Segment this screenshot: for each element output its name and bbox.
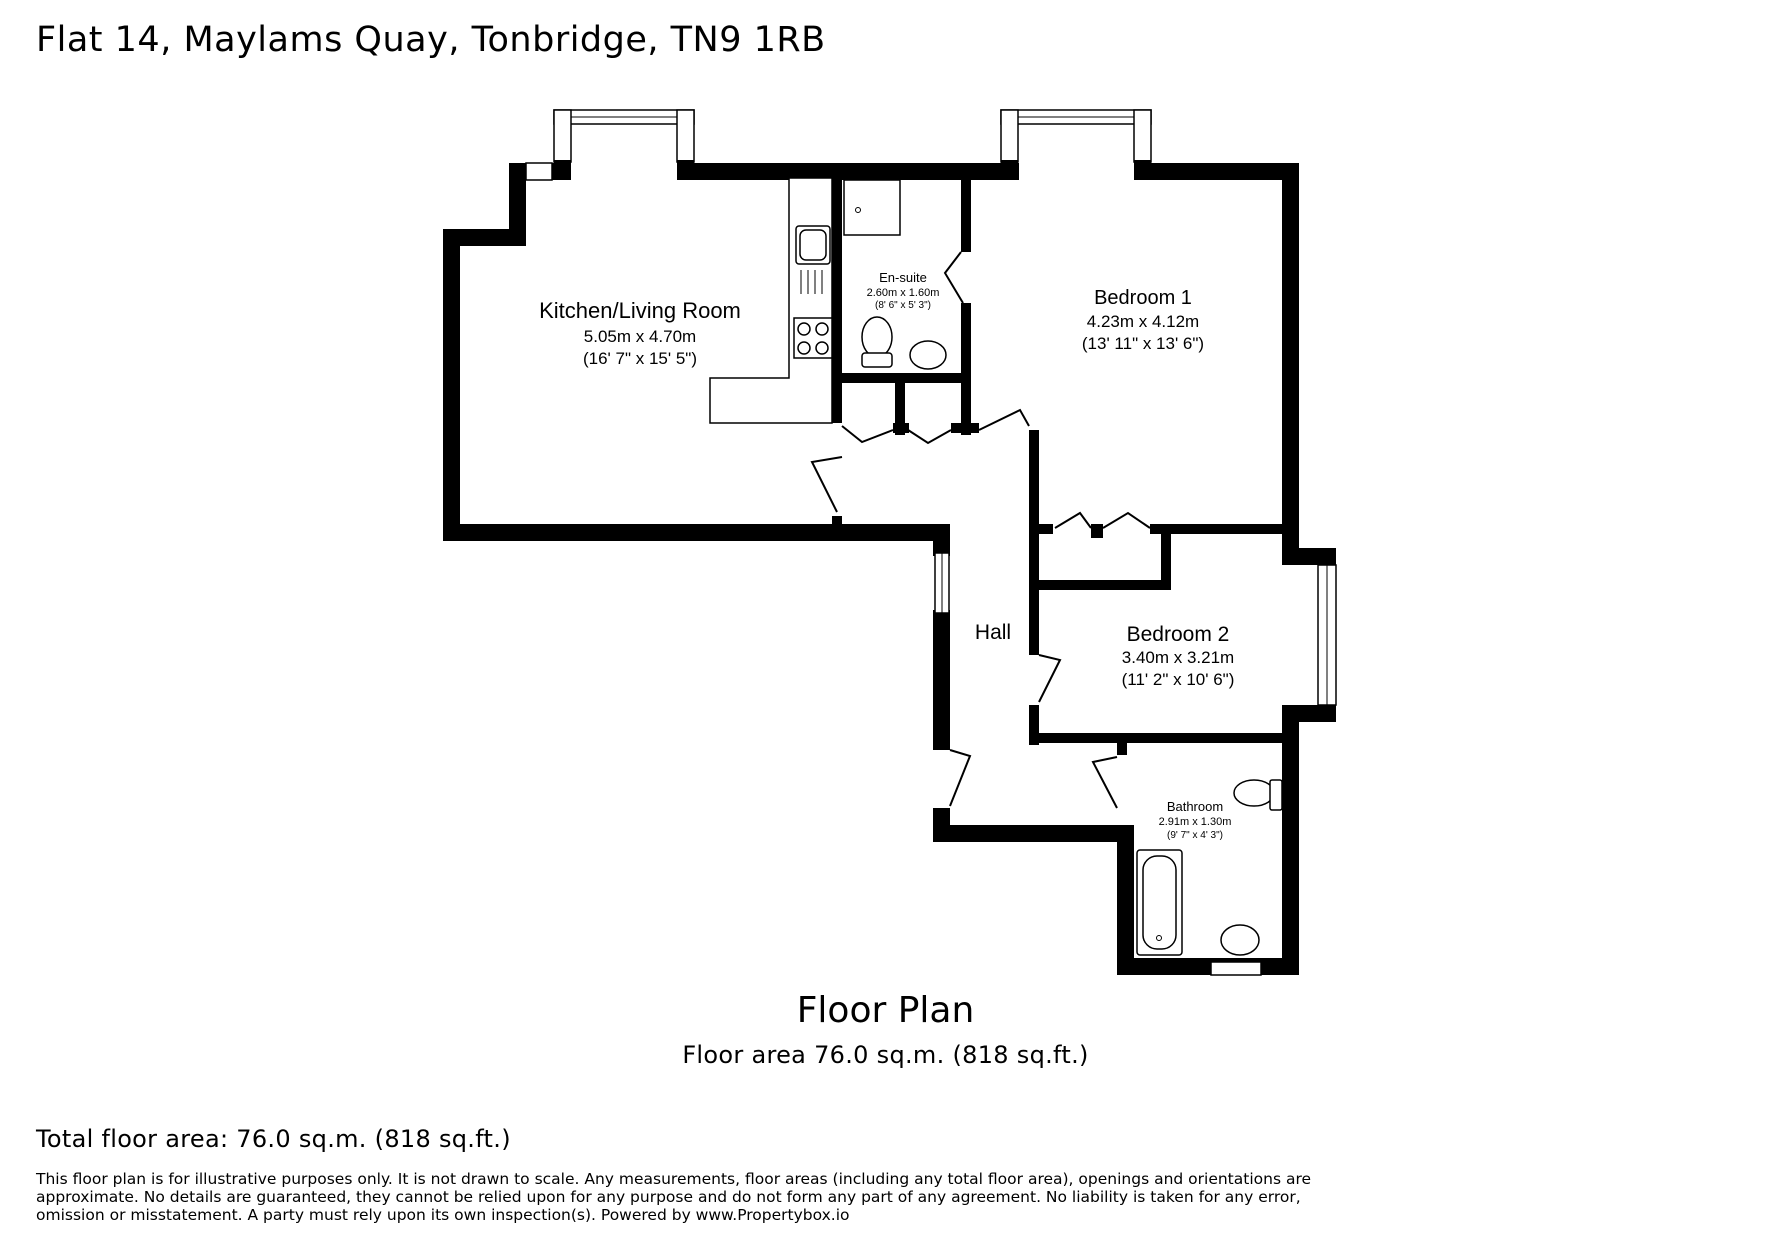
room-metric-kitchen: 5.05m x 4.70m: [584, 327, 696, 346]
wall-kitchen-step-top: [443, 229, 526, 246]
wall-cupboard-mid: [895, 383, 905, 435]
room-metric-bedroom2: 3.40m x 3.21m: [1122, 648, 1234, 667]
wall-kitchen-door-stub: [832, 516, 842, 528]
wall-bedroom1-south: [1161, 524, 1289, 534]
wardrobe-door-right: [1102, 511, 1151, 529]
wall-cupboard-west: [832, 383, 842, 423]
wall-hall-west-bottom: [933, 808, 950, 842]
room-imperial-bedroom1: (13' 11" x 13' 6"): [1082, 334, 1204, 353]
wall-hall-east-lower: [1029, 705, 1039, 745]
wall-wardrobe-east: [1161, 530, 1171, 590]
room-name-hall: Hall: [975, 621, 1011, 644]
wall-wardrobe-stub-right: [1150, 524, 1164, 534]
wall-cupboard-stub-b: [951, 423, 979, 433]
shower-tray-icon: [843, 179, 901, 236]
wall-ensuite-east-top: [961, 178, 971, 252]
bathroom-toilet-icon: [1233, 779, 1275, 807]
room-imperial-ensuite: (8' 6" x 5' 3"): [875, 300, 931, 311]
wall-bathroom-west: [1117, 835, 1134, 975]
wall-east-bay-top: [1282, 548, 1336, 565]
wall-hall-south: [933, 825, 1134, 842]
room-metric-ensuite: 2.60m x 1.60m: [867, 287, 940, 299]
wall-cupboard-east: [961, 383, 971, 435]
wall-kitchen-step-side: [509, 163, 526, 246]
wall-cupboard-stub-a: [893, 423, 909, 433]
door-bedroom2: [1038, 654, 1062, 703]
wall-bathroom-south: [1117, 958, 1299, 975]
room-metric-bedroom1: 4.23m x 4.12m: [1087, 312, 1199, 331]
room-name-bathroom: Bathroom: [1167, 799, 1223, 814]
wall-bedroom2-north: [1039, 580, 1171, 590]
door-cupboard-2: [904, 427, 952, 445]
room-imperial-kitchen: (16' 7" x 15' 5"): [583, 349, 697, 368]
room-imperial-bedroom2: (11' 2" x 10' 6"): [1122, 670, 1235, 689]
window-kitchen-bay-left: [553, 109, 572, 163]
ensuite-toilet-icon: [861, 316, 893, 358]
wardrobe-door-left: [1054, 511, 1092, 529]
wall-east-upper: [1282, 163, 1299, 565]
window-bathroom: [1210, 961, 1262, 976]
wall-ensuite-south: [832, 373, 971, 383]
fixtures: [709, 177, 1283, 956]
ensuite-basin-icon: [909, 340, 947, 370]
doors: [810, 251, 1151, 809]
property-address: Flat 14, Maylams Quay, Tonbridge, TN9 1R…: [36, 20, 826, 60]
wall-hall-west-mid: [933, 610, 950, 750]
wall-hall-west-top: [933, 524, 950, 556]
room-name-ensuite: En-suite: [879, 270, 927, 285]
interior-walls: [832, 178, 1299, 755]
door-ensuite: [943, 251, 964, 304]
total-floor-area: Total floor area: 76.0 sq.m. (818 sq.ft.…: [36, 1125, 511, 1153]
window-kitchen-bay-right: [676, 109, 695, 163]
wall-north-east: [1138, 163, 1298, 180]
door-cupboard-1: [841, 425, 894, 444]
wall-east-lower: [1282, 705, 1299, 975]
wall-north-center: [682, 163, 1019, 180]
window-bedroom1-bay-right: [1133, 109, 1152, 163]
wall-wardrobe-stub-mid: [1091, 524, 1103, 538]
door-bedroom1: [978, 408, 1030, 431]
window-kitchen-small: [525, 162, 553, 181]
room-metric-bathroom: 2.91m x 1.30m: [1159, 816, 1232, 828]
room-labels: Kitchen/Living Room 5.05m x 4.70m (16' 7…: [539, 270, 1234, 841]
door-entrance: [949, 749, 972, 807]
room-name-bedroom1: Bedroom 1: [1094, 287, 1192, 309]
room-imperial-bathroom: (9' 7" x 4' 3"): [1167, 830, 1223, 841]
floor-plan-title: Floor Plan: [796, 990, 975, 1031]
bathroom-basin-icon: [1220, 924, 1260, 956]
wall-kitchen-south: [443, 524, 950, 541]
wall-wardrobe-stub-left: [1039, 524, 1053, 534]
wall-bathroom-door-stub: [1117, 743, 1127, 755]
door-kitchen: [810, 456, 843, 513]
wall-hall-east-upper: [1029, 430, 1039, 655]
windows: [525, 109, 1337, 976]
door-bathroom: [1091, 756, 1118, 809]
floor-plan-area: Floor area 76.0 sq.m. (818 sq.ft.): [682, 1041, 1089, 1069]
wall-kitchen-west: [443, 229, 460, 541]
room-name-bedroom2: Bedroom 2: [1127, 623, 1230, 646]
wall-bedroom2-south: [1029, 733, 1299, 743]
room-name-kitchen: Kitchen/Living Room: [539, 298, 741, 323]
disclaimer-text: This floor plan is for illustrative purp…: [36, 1170, 1312, 1224]
wall-ensuite-west: [832, 178, 842, 373]
window-bedroom1-bay-left: [1000, 109, 1019, 163]
wall-ensuite-east-bottom: [961, 303, 971, 373]
